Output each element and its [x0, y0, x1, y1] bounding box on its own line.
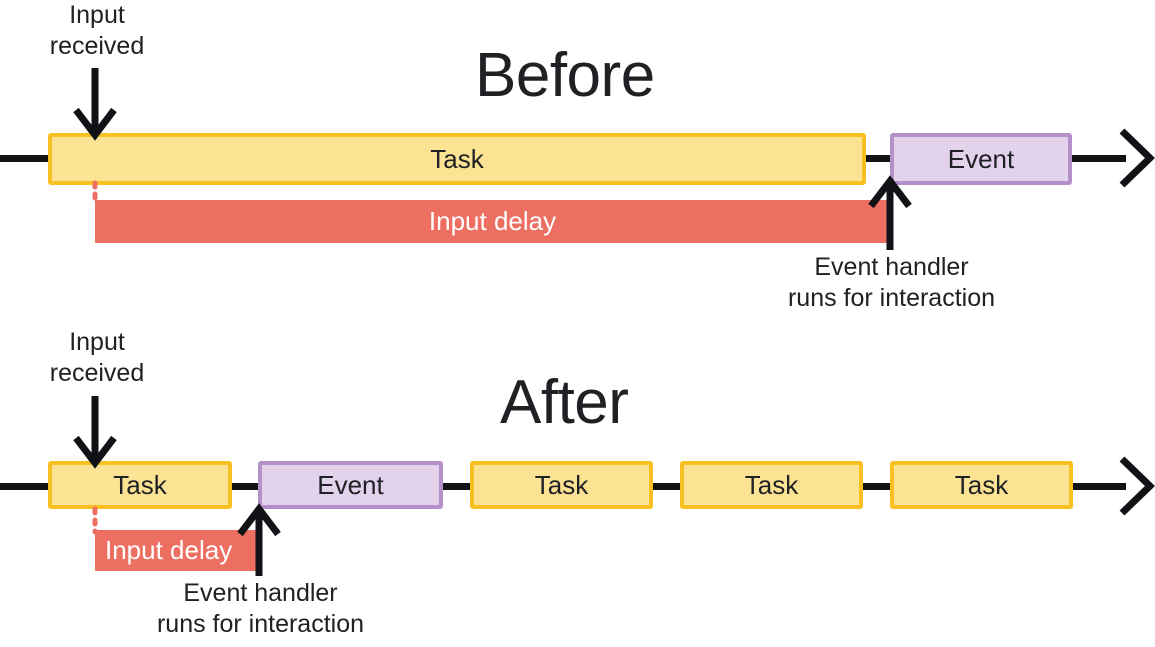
before-event-handler-line2: runs for interaction [787, 284, 996, 312]
after-event-label: Event [317, 469, 384, 500]
after-task-label-1: Task [113, 469, 167, 500]
after-input-delay-label: Input delay [105, 535, 233, 565]
after-input-received-line1: Input [69, 328, 125, 356]
after-timeline-segment-1 [229, 483, 261, 490]
after-task-block-2[interactable]: Task [470, 461, 653, 509]
before-event-label: Event [947, 143, 1015, 174]
before-task-label: Task [430, 143, 484, 174]
before-event-handler-label: Event handler runs for interaction [760, 252, 1023, 314]
after-task-block-1[interactable]: Task [48, 461, 232, 509]
after-input-received-line2: received [49, 359, 145, 387]
after-task-block-4[interactable]: Task [890, 461, 1073, 509]
after-event-handler-line1: Event handler [183, 579, 338, 607]
before-input-delay-label: Input delay [428, 206, 557, 236]
after-timeline-arrowhead-icon [1119, 456, 1155, 516]
after-event-handler-label: Event handler runs for interaction [129, 578, 392, 640]
after-input-delay-bar[interactable]: Input delay [95, 530, 258, 571]
after-task-label-3: Task [744, 469, 799, 500]
before-timeline-segment-mid [862, 155, 894, 162]
before-event-block[interactable]: Event [890, 133, 1072, 185]
after-timeline-segment-3 [650, 483, 683, 490]
after-timeline-segment-end [1070, 483, 1126, 490]
before-input-received-line1: Input [69, 1, 125, 29]
after-timeline-segment-4 [860, 483, 893, 490]
after-input-received-arrow-icon [73, 396, 117, 469]
after-event-handler-line2: runs for interaction [156, 610, 365, 638]
before-timeline-segment-start [0, 155, 50, 162]
after-timeline-segment-start [0, 483, 50, 490]
before-timeline-arrowhead-icon [1119, 128, 1155, 188]
before-task-block[interactable]: Task [48, 133, 866, 185]
before-input-received-arrow-icon [73, 68, 117, 141]
before-input-received-line2: received [49, 32, 145, 60]
before-input-delay-bar[interactable]: Input delay [95, 200, 890, 243]
before-event-handler-line1: Event handler [814, 253, 969, 281]
before-timeline-segment-end [1068, 155, 1126, 162]
before-title: Before [475, 41, 655, 110]
after-title: After [500, 368, 629, 437]
after-task-label-2: Task [534, 469, 589, 500]
after-timeline-segment-2 [440, 483, 473, 490]
after-task-block-3[interactable]: Task [680, 461, 863, 509]
after-task-label-4: Task [954, 469, 1009, 500]
after-event-block[interactable]: Event [258, 461, 443, 509]
after-input-received-label: Input received [27, 327, 167, 389]
before-input-received-label: Input received [27, 0, 167, 62]
